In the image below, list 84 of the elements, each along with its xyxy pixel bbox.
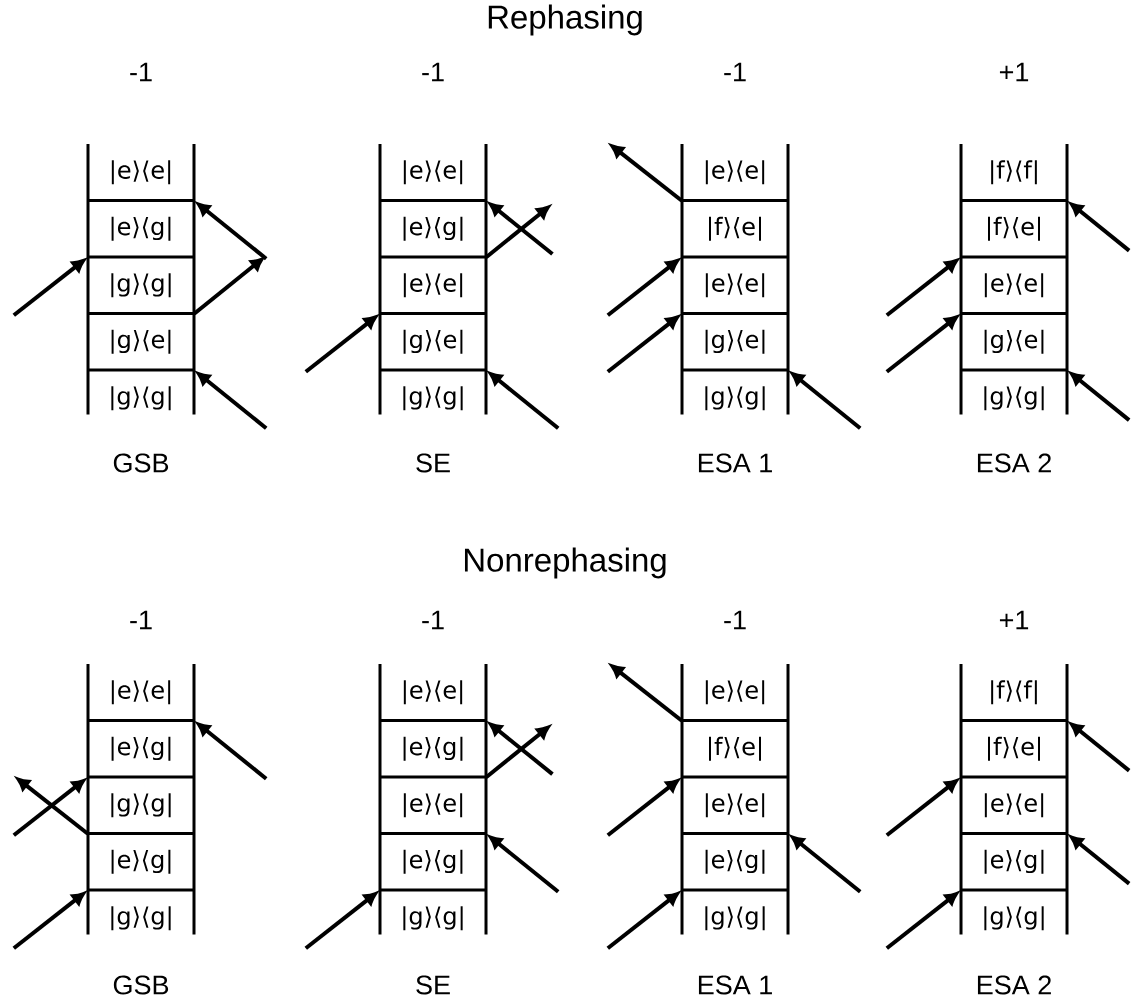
state-cell: |e⟩⟨e| — [380, 273, 486, 315]
phase-sign: +1 — [999, 62, 1029, 82]
state-cell: |e⟩⟨e| — [682, 160, 788, 202]
phase-sign: -1 — [724, 62, 746, 82]
section-title: Nonrephasing — [465, 547, 666, 579]
state-cell: |e⟩⟨g| — [380, 849, 486, 892]
state-cell: |f⟩⟨e| — [682, 216, 788, 259]
diagram-caption: SE — [416, 975, 450, 995]
diagram-caption: ESA 2 — [977, 975, 1051, 995]
diagram-caption: SE — [416, 453, 450, 473]
state-cell: |g⟩⟨e| — [88, 329, 194, 372]
arrow — [606, 315, 680, 374]
state-cell: |g⟩⟨g| — [88, 793, 194, 835]
state-cell: |e⟩⟨g| — [88, 849, 194, 892]
arrow — [196, 202, 268, 261]
state-cell: |e⟩⟨e| — [682, 793, 788, 835]
arrow — [488, 835, 560, 894]
state-cell: |e⟩⟨e| — [380, 680, 486, 722]
arrow — [610, 664, 684, 723]
diagram-caption: ESA 1 — [698, 975, 772, 995]
state-cell: |g⟩⟨g| — [111, 906, 171, 931]
state-cell: |g⟩⟨g| — [984, 386, 1044, 411]
arrow — [885, 259, 959, 317]
diagram-caption: ESA 1 — [698, 453, 772, 473]
phase-sign: -1 — [130, 62, 152, 82]
state-cell: |g⟩⟨g| — [984, 906, 1044, 931]
state-cell: |e⟩⟨g| — [88, 736, 194, 779]
state-cell: |g⟩⟨g| — [88, 273, 194, 315]
state-cell: |f⟩⟨f| — [961, 160, 1067, 202]
state-cell: |e⟩⟨g| — [88, 216, 194, 259]
phase-sign: -1 — [130, 610, 152, 630]
state-cell: |g⟩⟨e| — [380, 329, 486, 372]
arrow — [1069, 202, 1131, 253]
state-cell: |e⟩⟨e| — [88, 160, 194, 202]
state-cell: |e⟩⟨e| — [682, 680, 788, 722]
state-cell: |g⟩⟨e| — [961, 329, 1067, 372]
arrow — [304, 892, 378, 950]
arrow — [1069, 722, 1131, 773]
arrow — [606, 259, 680, 317]
state-cell: |f⟩⟨e| — [682, 736, 788, 779]
arrow — [1069, 372, 1131, 422]
phase-sign: -1 — [422, 610, 444, 630]
state-cell: |g⟩⟨g| — [705, 386, 765, 411]
state-cell: |e⟩⟨g| — [682, 849, 788, 892]
arrow — [488, 372, 560, 430]
state-cell: |g⟩⟨g| — [403, 386, 463, 411]
state-cell: |e⟩⟨g| — [380, 736, 486, 779]
state-cell: |e⟩⟨g| — [961, 849, 1067, 892]
arrow — [790, 372, 862, 430]
arrow — [885, 892, 959, 950]
state-cell: |e⟩⟨e| — [88, 680, 194, 722]
state-cell: |f⟩⟨e| — [961, 736, 1067, 779]
state-cell: |g⟩⟨g| — [705, 906, 765, 931]
phase-sign: -1 — [422, 62, 444, 82]
state-cell: |e⟩⟨e| — [961, 793, 1067, 835]
arrow — [1069, 835, 1131, 886]
arrow — [790, 835, 862, 894]
phase-sign: -1 — [724, 610, 746, 630]
state-cell: |f⟩⟨e| — [961, 216, 1067, 259]
diagram-caption: GSB — [113, 453, 169, 473]
arrow — [196, 372, 268, 430]
arrow — [885, 779, 959, 837]
state-cell: |e⟩⟨e| — [380, 160, 486, 202]
state-cell: |e⟩⟨g| — [380, 216, 486, 259]
state-cell: |e⟩⟨e| — [380, 793, 486, 835]
state-cell: |e⟩⟨e| — [682, 273, 788, 315]
state-cell: |g⟩⟨e| — [682, 329, 788, 372]
arrow — [196, 722, 268, 781]
state-cell: |e⟩⟨e| — [961, 273, 1067, 315]
arrow — [192, 257, 264, 316]
state-cell: |g⟩⟨g| — [403, 906, 463, 931]
arrow — [606, 779, 680, 837]
phase-sign: +1 — [999, 610, 1029, 630]
arrow — [885, 315, 959, 374]
arrow — [12, 259, 86, 317]
arrow — [304, 315, 378, 374]
section-title: Rephasing — [488, 4, 642, 36]
state-cell: |g⟩⟨g| — [111, 386, 171, 411]
diagram-caption: GSB — [113, 975, 169, 995]
arrow — [12, 892, 86, 950]
arrow — [606, 892, 680, 950]
arrow — [610, 144, 684, 203]
diagram-caption: ESA 2 — [977, 453, 1051, 473]
state-cell: |f⟩⟨f| — [961, 680, 1067, 722]
